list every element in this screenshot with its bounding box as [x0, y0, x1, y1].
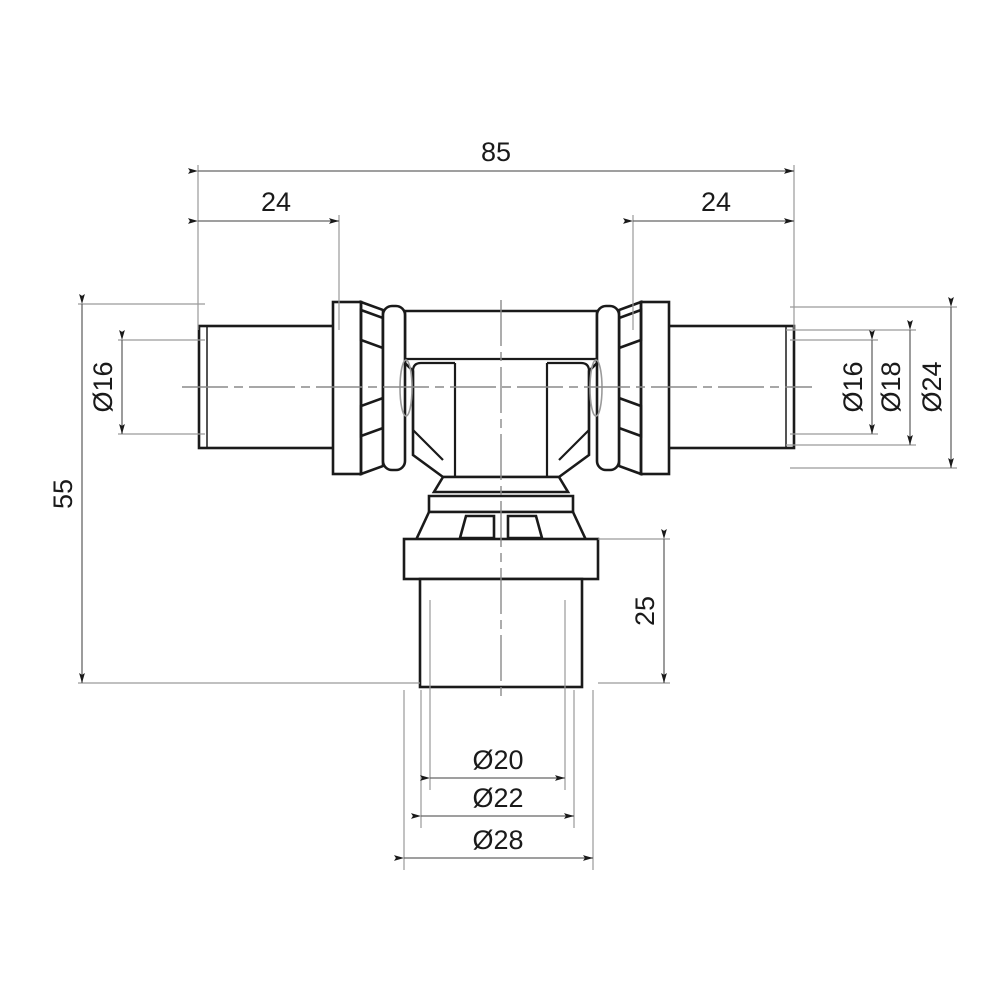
dimension-right-bore: Ø16: [838, 330, 875, 434]
branch-press-sleeve: [402, 475, 600, 689]
dimension-label-dia20: Ø20: [472, 745, 523, 775]
dimension-branch-outer: Ø28: [394, 825, 593, 861]
dimension-label-55: 55: [48, 479, 78, 509]
dimension-overall-length: 85: [188, 137, 794, 174]
dimension-branch-length: 25: [630, 529, 667, 683]
dimension-label-dia16-left: Ø16: [88, 361, 118, 412]
dimension-right-run: 24: [623, 187, 794, 224]
left-press-sleeve: [331, 300, 413, 476]
dimension-right-outer: Ø24: [917, 297, 954, 468]
dimension-label-dia24: Ø24: [917, 361, 947, 412]
dimension-label-24-right: 24: [701, 187, 731, 217]
dimension-label-85: 85: [481, 137, 511, 167]
dimension-annotations: 85 24 24 55 Ø16 Ø16 Ø18: [48, 137, 957, 870]
dimension-label-dia18: Ø18: [876, 361, 906, 412]
dimension-label-25: 25: [630, 596, 660, 626]
extension-lines: [78, 165, 957, 870]
dimension-label-24-left: 24: [261, 187, 291, 217]
dimension-branch-mid: Ø22: [411, 783, 574, 819]
dimension-overall-height: 55: [48, 294, 85, 683]
centerlines: [182, 300, 812, 700]
right-press-sleeve: [589, 300, 671, 476]
dimension-label-dia22: Ø22: [472, 783, 523, 813]
dimension-label-dia28: Ø28: [472, 825, 523, 855]
dimension-label-dia16-right: Ø16: [838, 361, 868, 412]
dimension-left-run: 24: [188, 187, 339, 224]
dimension-branch-bore: Ø20: [420, 745, 565, 781]
fitting-geometry: [197, 300, 796, 689]
dimension-right-mid: Ø18: [876, 320, 913, 445]
dimension-left-bore: Ø16: [88, 330, 125, 434]
